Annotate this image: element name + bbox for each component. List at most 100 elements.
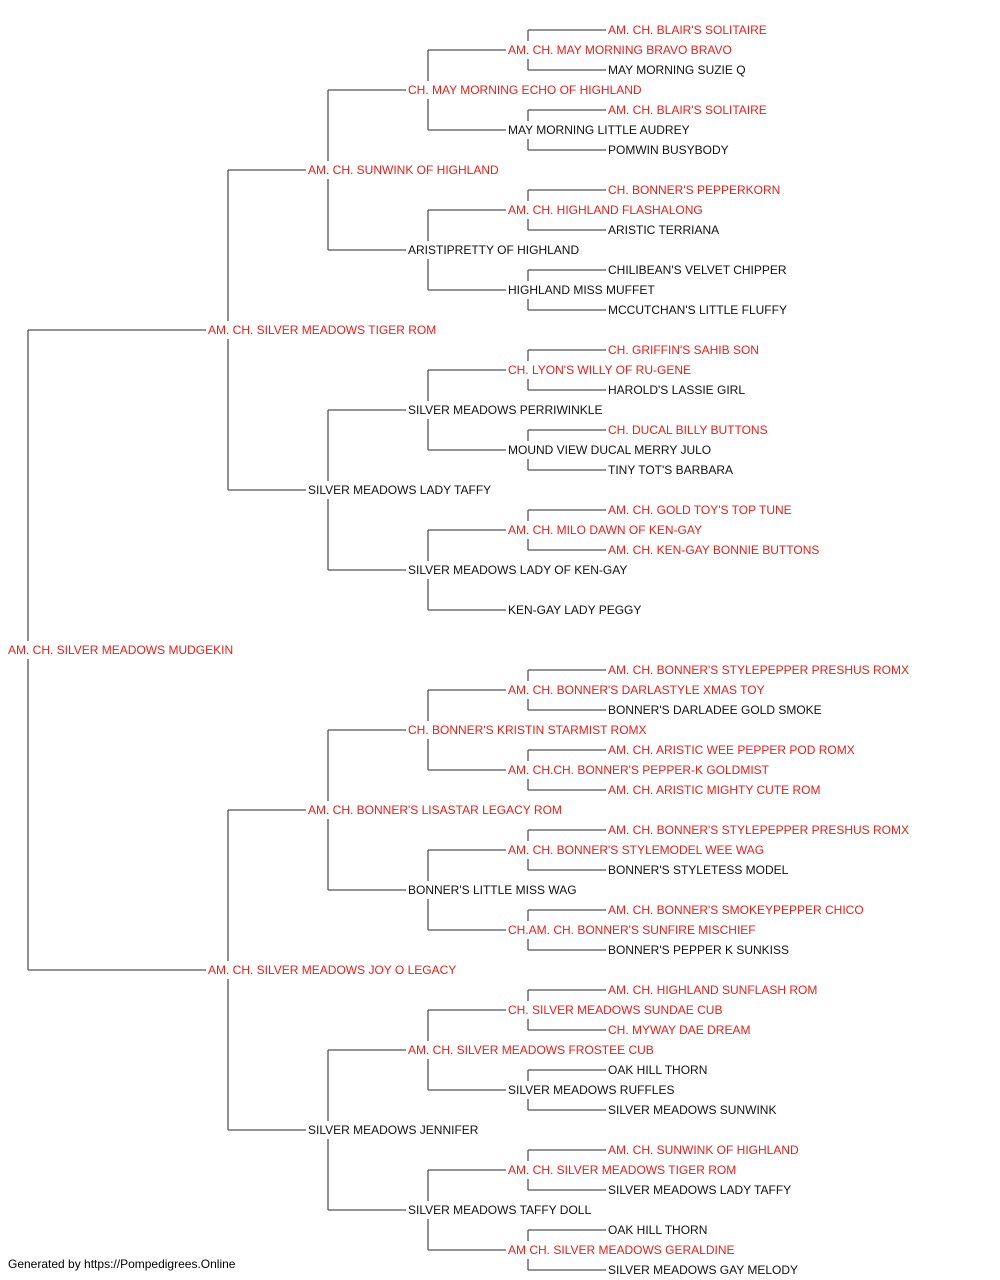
label-background (506, 41, 734, 59)
label-background (406, 1201, 594, 1219)
ancestor-name-gen-4[interactable]: CH. LYON'S WILLY OF RU-GENE (508, 363, 691, 377)
ancestor-name-gen-5[interactable]: OAK HILL THORN (608, 1063, 707, 1077)
ancestor-name-gen-4[interactable]: AM. CH. MAY MORNING BRAVO BRAVO (508, 43, 732, 57)
ancestor-name-gen-4[interactable]: AM. CH.CH. BONNER'S PEPPER-K GOLDMIST (508, 763, 770, 777)
ancestor-name-gen-5[interactable]: AM. CH. SUNWINK OF HIGHLAND (608, 1143, 799, 1157)
ancestor-name-gen-4[interactable]: MOUND VIEW DUCAL MERRY JULO (508, 443, 711, 457)
label-background (606, 781, 823, 799)
ancestor-name-gen-5[interactable]: AM. CH. BLAIR'S SOLITAIRE (608, 23, 767, 37)
ancestor-name-gen-5[interactable]: AM. CH. BONNER'S SMOKEYPEPPER CHICO (608, 903, 864, 917)
ancestor-name-gen-5[interactable]: AM. CH. BONNER'S STYLEPEPPER PRESHUS ROM… (608, 823, 909, 837)
ancestor-name-gen-5[interactable]: BONNER'S PEPPER K SUNKISS (608, 943, 789, 957)
label-background (406, 721, 649, 739)
ancestor-name-gen-3[interactable]: SILVER MEADOWS TAFFY DOLL (408, 1203, 591, 1217)
ancestor-name-gen-5[interactable]: AM. CH. ARISTIC WEE PEPPER POD ROMX (608, 743, 855, 757)
label-background (606, 1021, 753, 1039)
label-background (606, 1101, 779, 1119)
ancestor-name-gen-3[interactable]: CH. MAY MORNING ECHO OF HIGHLAND (408, 83, 642, 97)
ancestor-name-gen-1[interactable]: AM. CH. SILVER MEADOWS JOY O LEGACY (208, 963, 456, 977)
ancestor-name-gen-5[interactable]: ARISTIC TERRIANA (608, 223, 719, 237)
ancestor-name-gen-5[interactable]: SILVER MEADOWS LADY TAFFY (608, 1183, 791, 1197)
ancestor-name-gen-4[interactable]: AM. CH. HIGHLAND FLASHALONG (508, 203, 703, 217)
label-background (506, 601, 644, 619)
label-background (506, 281, 658, 299)
ancestor-name-gen-5[interactable]: MAY MORNING SUZIE Q (608, 63, 746, 77)
label-background (406, 81, 644, 99)
ancestor-name-gen-4[interactable]: AM CH. SILVER MEADOWS GERALDINE (508, 1243, 734, 1257)
ancestor-name-gen-4[interactable]: KEN-GAY LADY PEGGY (508, 603, 641, 617)
label-background (506, 441, 714, 459)
ancestor-name-gen-5[interactable]: AM. CH. GOLD TOY'S TOP TUNE (608, 503, 792, 517)
ancestor-name-gen-5[interactable]: AM. CH. BONNER'S STYLEPEPPER PRESHUS ROM… (608, 663, 909, 677)
label-background (606, 1181, 794, 1199)
ancestor-name-gen-4[interactable]: CH. SILVER MEADOWS SUNDAE CUB (508, 1003, 722, 1017)
label-background (506, 361, 693, 379)
ancestor-name-gen-5[interactable]: TINY TOT'S BARBARA (608, 463, 733, 477)
label-background (506, 761, 772, 779)
ancestor-name-gen-5[interactable]: CH. MYWAY DAE DREAM (608, 1023, 750, 1037)
ancestor-name-gen-5[interactable]: SILVER MEADOWS GAY MELODY (608, 1263, 798, 1277)
label-background (606, 501, 794, 519)
label-background (606, 901, 866, 919)
ancestor-name-gen-5[interactable]: CH. DUCAL BILLY BUTTONS (608, 423, 768, 437)
ancestor-name-gen-5[interactable]: OAK HILL THORN (608, 1223, 707, 1237)
ancestor-name-gen-5[interactable]: SILVER MEADOWS SUNWINK (608, 1103, 776, 1117)
ancestor-name-gen-5[interactable]: CHILIBEAN'S VELVET CHIPPER (608, 263, 787, 277)
label-background (606, 181, 783, 199)
label-background (606, 21, 769, 39)
ancestor-name-gen-5[interactable]: AM. CH. BLAIR'S SOLITAIRE (608, 103, 767, 117)
label-background (406, 881, 579, 899)
label-background (506, 1161, 739, 1179)
label-background (606, 301, 789, 319)
subject-dog-name[interactable]: AM. CH. SILVER MEADOWS MUDGEKIN (8, 643, 233, 657)
ancestor-name-gen-3[interactable]: SILVER MEADOWS LADY OF KEN-GAY (408, 563, 627, 577)
label-background (506, 1001, 725, 1019)
label-background (606, 381, 748, 399)
label-background (306, 481, 494, 499)
label-background (506, 921, 758, 939)
ancestor-name-gen-4[interactable]: HIGHLAND MISS MUFFET (508, 283, 655, 297)
label-background (306, 161, 502, 179)
ancestor-name-gen-2[interactable]: AM. CH. SUNWINK OF HIGHLAND (308, 163, 499, 177)
ancestor-name-gen-5[interactable]: POMWIN BUSYBODY (608, 143, 729, 157)
label-background (406, 561, 630, 579)
ancestor-name-gen-4[interactable]: CH.AM. CH. BONNER'S SUNFIRE MISCHIEF (508, 923, 756, 937)
label-background (606, 661, 912, 679)
ancestor-name-gen-5[interactable]: AM. CH. KEN-GAY BONNIE BUTTONS (608, 543, 819, 557)
footer-credit: Generated by https://Pompedigrees.Online (8, 1257, 236, 1271)
label-background (606, 1221, 710, 1239)
ancestor-name-gen-5[interactable]: AM. CH. HIGHLAND SUNFLASH ROM (608, 983, 817, 997)
label-background (506, 201, 705, 219)
label-background (6, 641, 236, 659)
ancestor-name-gen-5[interactable]: BONNER'S DARLADEE GOLD SMOKE (608, 703, 822, 717)
label-background (606, 341, 761, 359)
ancestor-name-gen-5[interactable]: CH. GRIFFIN'S SAHIB SON (608, 343, 759, 357)
ancestor-name-gen-5[interactable]: HAROLD'S LASSIE GIRL (608, 383, 745, 397)
ancestor-name-gen-2[interactable]: SILVER MEADOWS JENNIFER (308, 1123, 479, 1137)
ancestor-name-gen-4[interactable]: MAY MORNING LITTLE AUDREY (508, 123, 690, 137)
label-background (606, 421, 770, 439)
ancestor-name-gen-3[interactable]: CH. BONNER'S KRISTIN STARMIST ROMX (408, 723, 647, 737)
ancestor-name-gen-3[interactable]: SILVER MEADOWS PERRIWINKLE (408, 403, 602, 417)
label-background (606, 221, 722, 239)
ancestor-name-gen-4[interactable]: AM. CH. SILVER MEADOWS TIGER ROM (508, 1163, 736, 1177)
ancestor-name-gen-2[interactable]: SILVER MEADOWS LADY TAFFY (308, 483, 491, 497)
ancestor-name-gen-3[interactable]: BONNER'S LITTLE MISS WAG (408, 883, 577, 897)
ancestor-name-gen-3[interactable]: AM. CH. SILVER MEADOWS FROSTEE CUB (408, 1043, 654, 1057)
label-background (406, 241, 582, 259)
ancestor-name-gen-4[interactable]: AM. CH. BONNER'S STYLEMODEL WEE WAG (508, 843, 764, 857)
ancestor-name-gen-5[interactable]: BONNER'S STYLETESS MODEL (608, 863, 789, 877)
ancestor-name-gen-2[interactable]: AM. CH. BONNER'S LISASTAR LEGACY ROM (308, 803, 562, 817)
ancestor-name-gen-5[interactable]: CH. BONNER'S PEPPERKORN (608, 183, 780, 197)
label-background (606, 861, 791, 879)
ancestor-name-gen-4[interactable]: AM. CH. MILO DAWN OF KEN-GAY (508, 523, 702, 537)
ancestor-name-gen-4[interactable]: SILVER MEADOWS RUFFLES (508, 1083, 674, 1097)
ancestor-name-gen-1[interactable]: AM. CH. SILVER MEADOWS TIGER ROM (208, 323, 436, 337)
pedigree-names: AM. CH. SILVER MEADOWS MUDGEKIN AM. CH. S… (6, 21, 912, 1279)
ancestor-name-gen-5[interactable]: MCCUTCHAN'S LITTLE FLUFFY (608, 303, 787, 317)
ancestor-name-gen-3[interactable]: ARISTIPRETTY OF HIGHLAND (408, 243, 579, 257)
ancestor-name-gen-4[interactable]: AM. CH. BONNER'S DARLASTYLE XMAS TOY (508, 683, 765, 697)
label-background (506, 681, 767, 699)
ancestor-name-gen-5[interactable]: AM. CH. ARISTIC MIGHTY CUTE ROM (608, 783, 820, 797)
label-background (606, 1141, 802, 1159)
